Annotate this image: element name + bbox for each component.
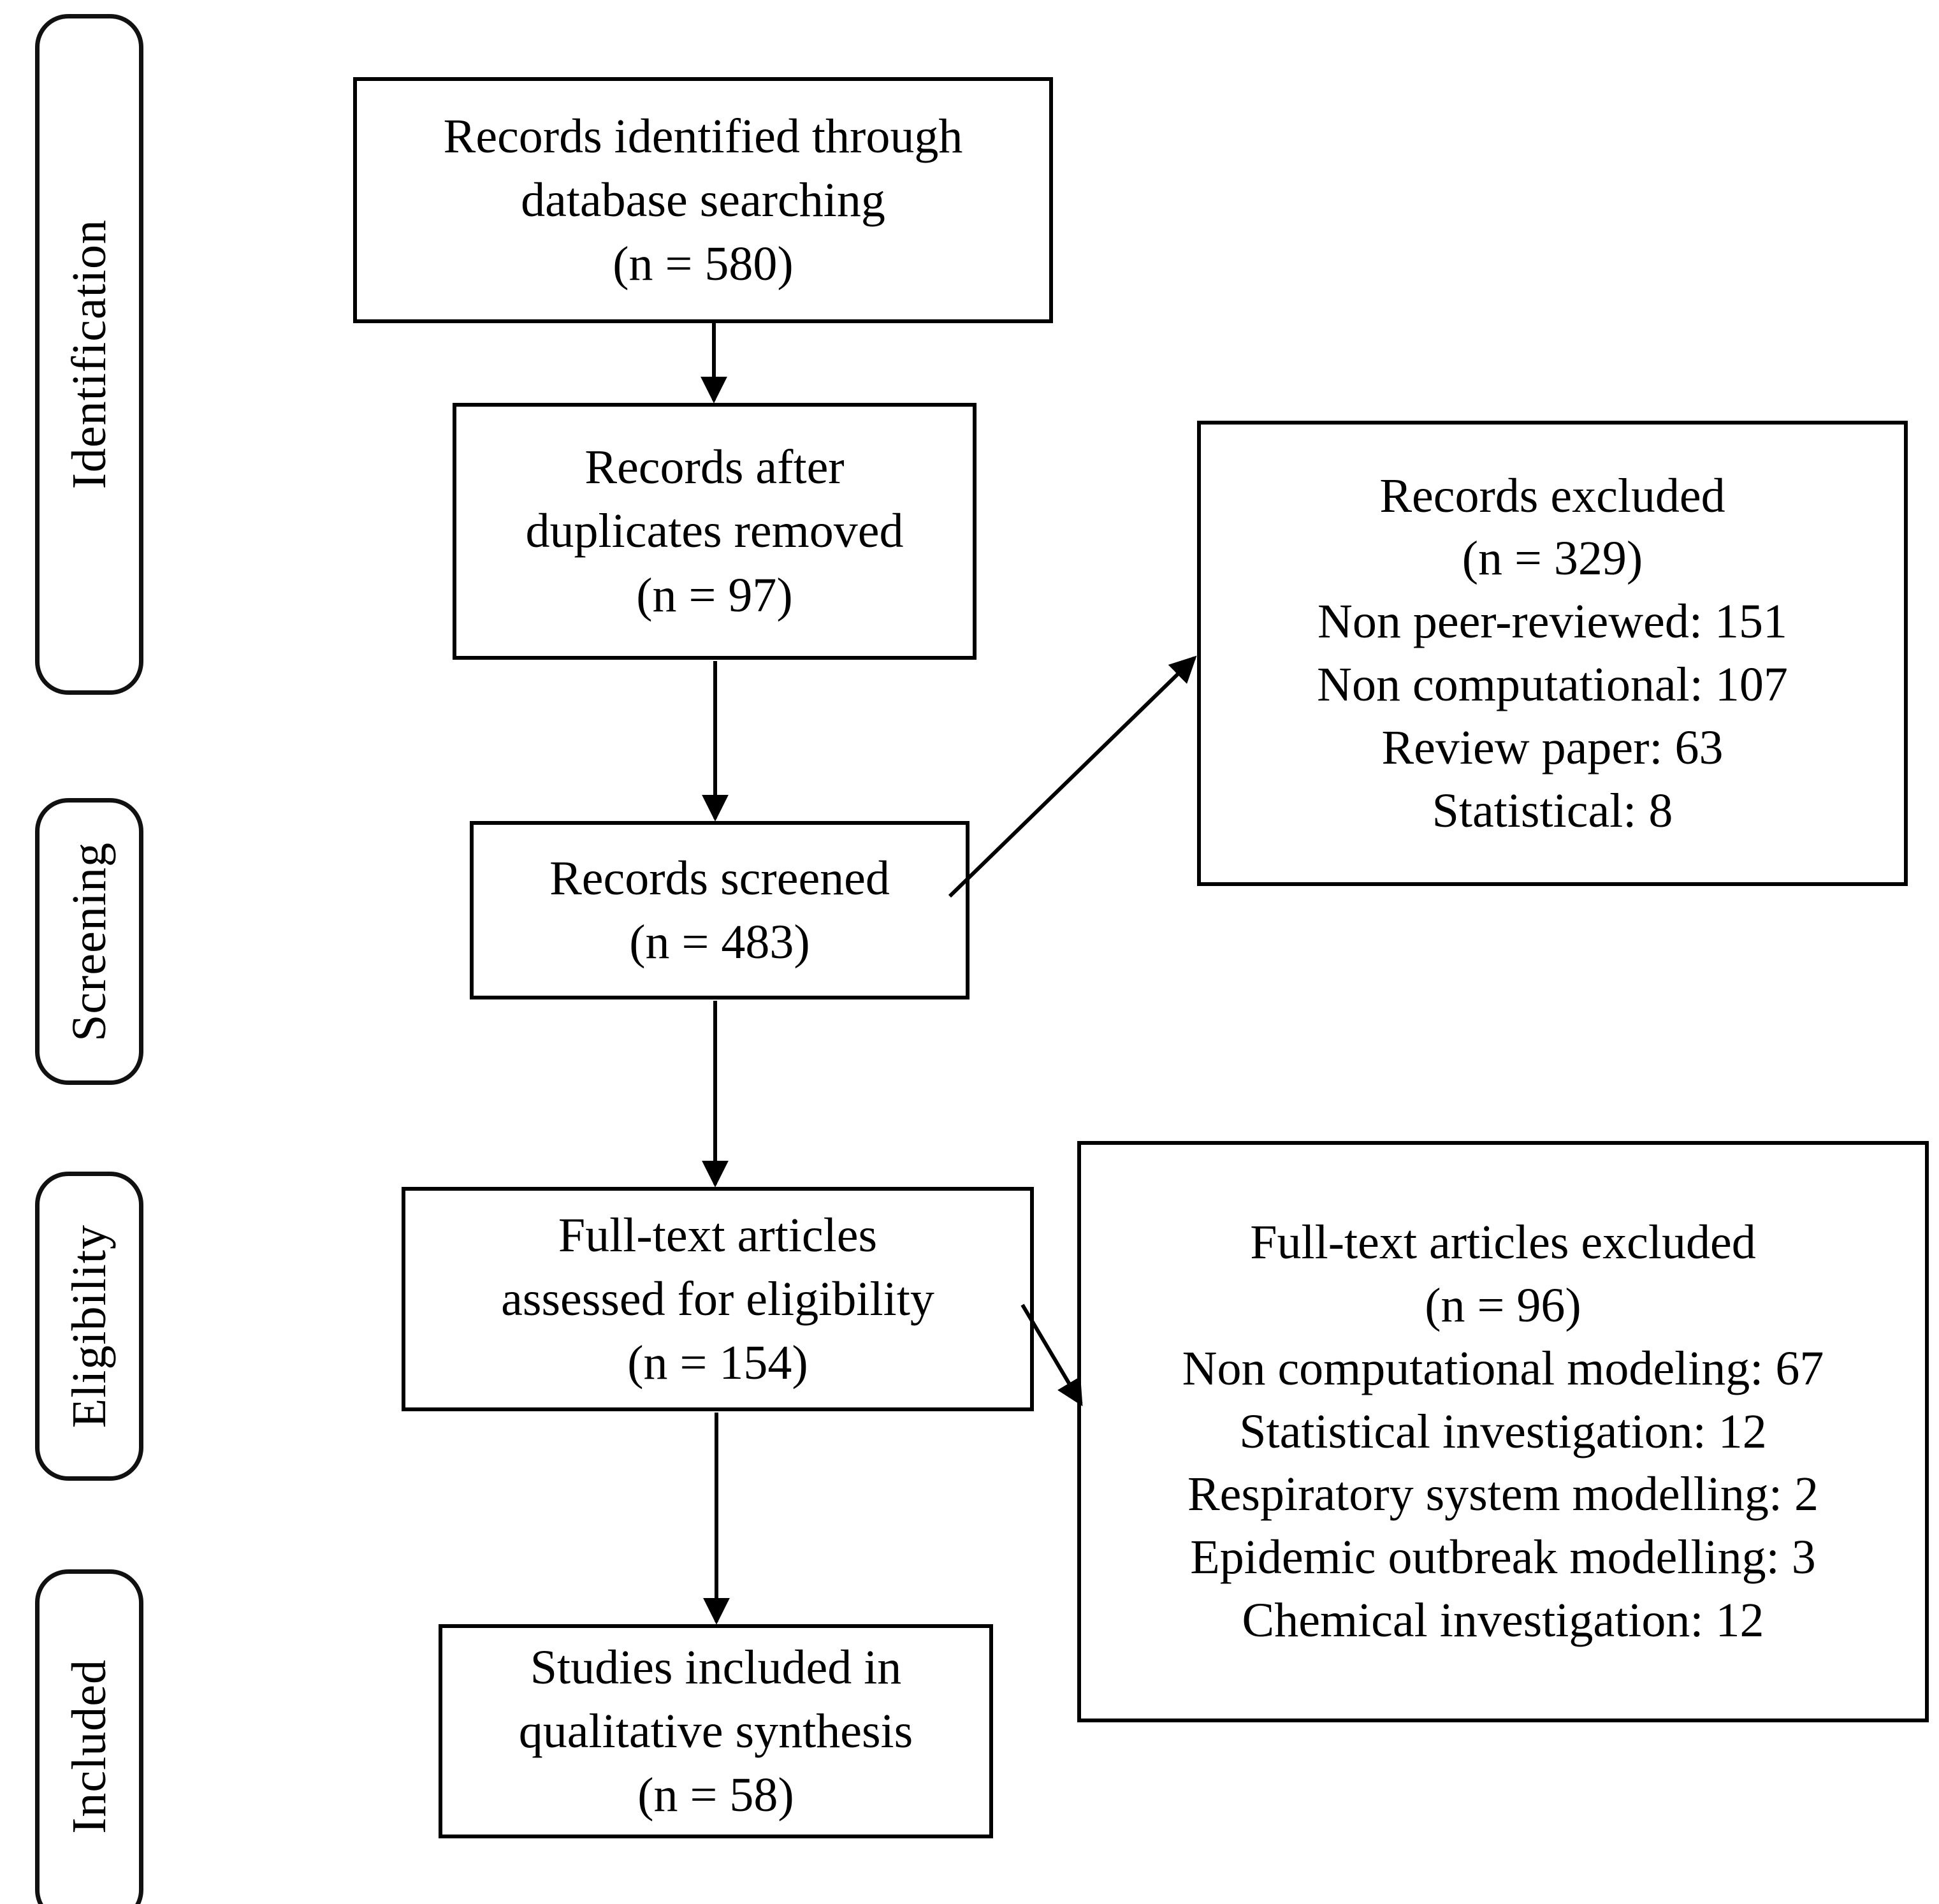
phase-label-screening: Screening — [35, 798, 143, 1085]
box-fulltext-excluded: Full-text articles excluded (n = 96) Non… — [1077, 1141, 1929, 1722]
box-fulltext-excluded-line-6: Epidemic outbreak modelling: 3 — [1190, 1530, 1816, 1585]
phase-label-included-text: Included — [62, 1659, 116, 1834]
phase-label-eligibility: Eligibility — [35, 1172, 143, 1481]
box-fulltext-assessed-line-3: (n = 154) — [627, 1336, 808, 1390]
box-fulltext-excluded-line-2: (n = 96) — [1425, 1279, 1581, 1332]
phase-label-included: Included — [35, 1569, 143, 1904]
box-records-screened: Records screened (n = 483) — [470, 821, 970, 999]
box-fulltext-excluded-line-7: Chemical investigation: 12 — [1242, 1593, 1764, 1647]
box-records-excluded-line-3: Non peer-reviewed: 151 — [1317, 595, 1788, 649]
box-fulltext-excluded-line-1: Full-text articles excluded — [1250, 1216, 1756, 1270]
box-records-excluded-line-4: Non computational: 107 — [1317, 658, 1788, 711]
box-records-identified-line-1: Records identified through — [443, 109, 963, 163]
box-records-after-duplicates-line-1: Records after — [585, 440, 845, 495]
box-studies-included-line-1: Studies included in — [530, 1640, 902, 1694]
box-fulltext-excluded-line-4: Statistical investigation: 12 — [1239, 1404, 1767, 1458]
phase-label-screening-text: Screening — [62, 841, 116, 1042]
phase-label-identification-text: Identification — [62, 219, 116, 490]
phase-label-identification: Identification — [35, 14, 143, 695]
box-fulltext-assessed-line-2: assessed for eligibility — [501, 1272, 934, 1326]
box-records-excluded-line-6: Statistical: 8 — [1432, 783, 1673, 838]
box-records-identified: Records identified through database sear… — [353, 77, 1053, 323]
box-records-after-duplicates-line-3: (n = 97) — [636, 568, 793, 622]
box-records-excluded-line-1: Records excluded — [1379, 469, 1725, 523]
box-records-screened-line-1: Records screened — [549, 851, 890, 905]
box-studies-included-line-3: (n = 58) — [637, 1768, 794, 1822]
box-studies-included-line-2: qualitative synthesis — [518, 1704, 913, 1758]
box-records-excluded: Records excluded (n = 329) Non peer-revi… — [1197, 421, 1908, 886]
box-fulltext-assessed: Full-text articles assessed for eligibil… — [402, 1187, 1034, 1411]
box-records-excluded-line-5: Review paper: 63 — [1381, 720, 1724, 774]
box-fulltext-assessed-line-1: Full-text articles — [558, 1208, 878, 1262]
arrow-screened-to-records-excluded — [948, 655, 1197, 898]
box-records-identified-line-3: (n = 580) — [613, 237, 794, 291]
phase-label-eligibility-text: Eligibility — [62, 1224, 116, 1428]
box-records-excluded-line-2: (n = 329) — [1462, 532, 1643, 586]
box-records-after-duplicates-line-2: duplicates removed — [525, 504, 904, 558]
box-studies-included: Studies included in qualitative synthesi… — [439, 1624, 993, 1838]
box-records-identified-line-2: database searching — [521, 173, 885, 227]
box-records-screened-line-2: (n = 483) — [629, 915, 810, 969]
box-fulltext-excluded-line-5: Respiratory system modelling: 2 — [1187, 1467, 1819, 1522]
box-records-after-duplicates: Records after duplicates removed (n = 97… — [453, 403, 977, 660]
box-fulltext-excluded-line-3: Non computational modeling: 67 — [1182, 1341, 1824, 1395]
